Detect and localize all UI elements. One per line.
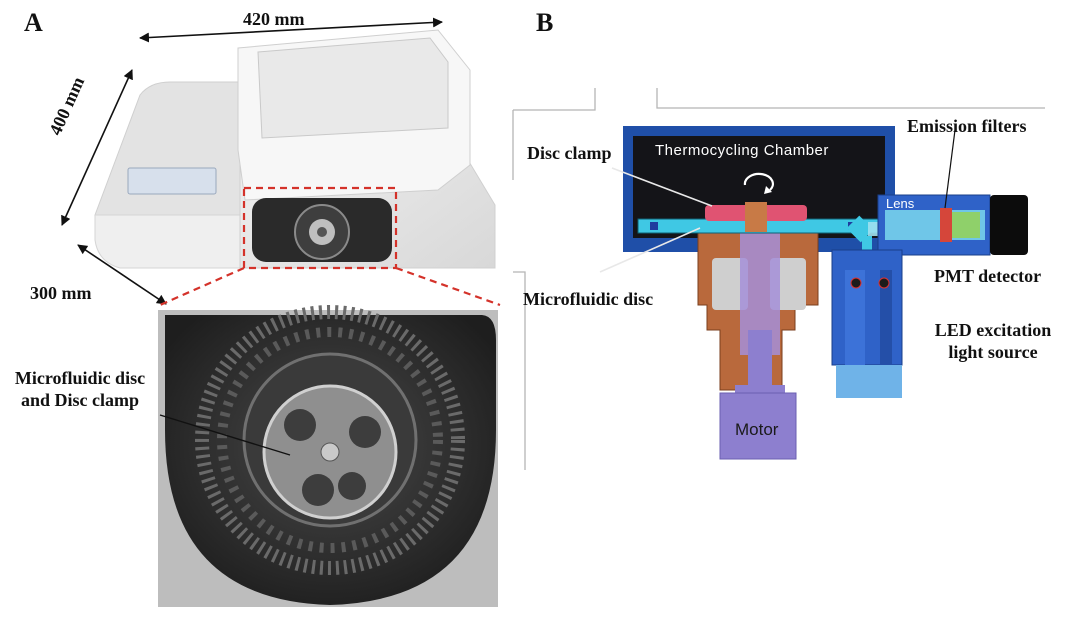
motor-label: Motor [735,420,779,439]
zoom-line-right [395,266,501,307]
microfluidic-disc-leader [599,227,701,273]
led-source-label: LED excitation light source [918,320,1068,363]
lens-label: Lens [886,196,915,211]
height-dimension-label: 300 mm [30,283,92,303]
disc-callout-line2: and Disc clamp [20,389,139,410]
led-source [831,249,903,398]
led-label-line1: LED excitation [934,320,1052,340]
motor-block [719,392,797,460]
spindle-housing [697,215,819,405]
disc-clamp-label: Disc clamp [527,143,612,163]
disc-callout-line1: Microfluidic disc [14,368,146,388]
depth-dimension-arrow [61,69,133,226]
panel-b-letter: B [536,8,554,37]
pmt-shape [990,195,1028,255]
chamber-label: Thermocycling Chamber [655,142,829,159]
disc-clamp-leader [611,167,713,207]
zoom-region-box [242,186,398,270]
emission-filters-label: Emission filters [907,116,1027,136]
disc-callout-label: Microfluidic disc and Disc clamp [0,368,160,411]
led-label-line2: light source [948,341,1038,362]
instrument-body [94,29,496,269]
width-dimension-label: 420 mm [243,9,305,29]
frame-lines [512,88,1045,470]
zoom-line-left [159,266,245,307]
disc-callout-line [159,414,291,456]
emission-filters-leader [944,129,956,209]
panel-a-letter: A [24,8,43,37]
zoomed-disc-photo [158,305,498,607]
pmt-detector-label: PMT detector [934,266,1042,286]
height-dimension-arrow [77,244,167,305]
width-dimension-arrow [139,17,443,43]
microfluidic-disc-label: Microfluidic disc [523,289,654,309]
emission-filter-shape [940,208,952,242]
